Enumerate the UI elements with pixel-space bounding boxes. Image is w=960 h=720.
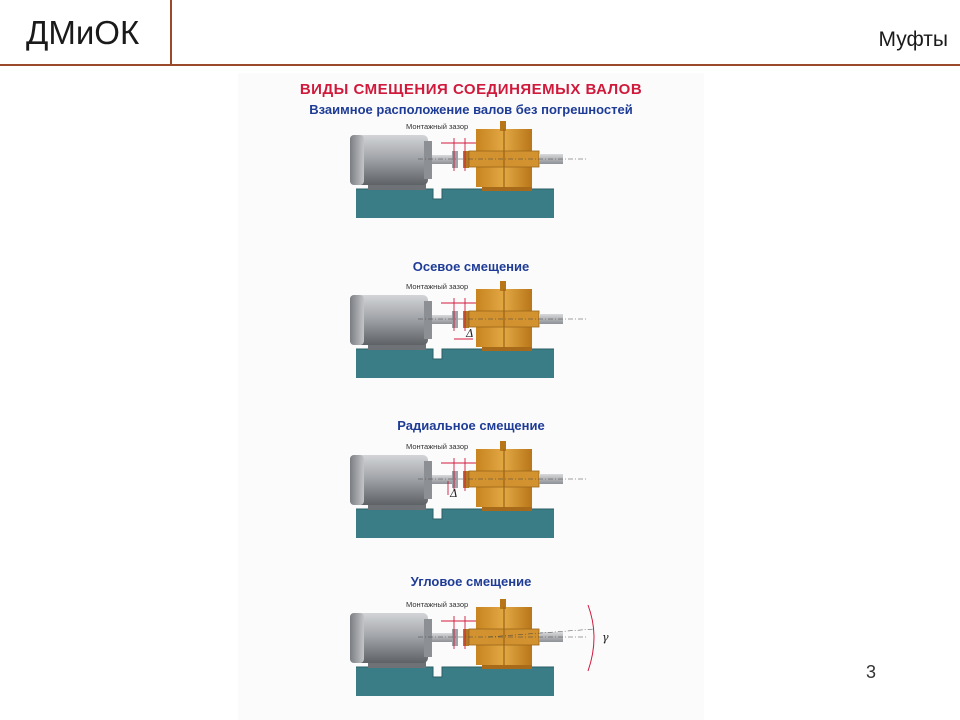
gap-label-1: Монтажный зазор: [406, 122, 468, 131]
poster-drawings: Монтажный зазор Δ Монтажный зазор Δ Монт…: [349, 120, 609, 697]
slide-header: ДМиОК Муфты: [0, 0, 960, 66]
assembly-no-error: Монтажный зазор: [349, 120, 589, 219]
slide-topic: Муфты: [878, 28, 948, 51]
axial-delta-symbol: Δ: [465, 327, 474, 340]
poster-title: ВИДЫ СМЕЩЕНИЯ СОЕДИНЯЕМЫХ ВАЛОВ: [299, 81, 643, 98]
section-title-axial: Осевое смещение: [412, 259, 530, 274]
poster-image: ВИДЫ СМЕЩЕНИЯ СОЕДИНЯЕМЫХ ВАЛОВ Взаимное…: [238, 73, 704, 720]
gap-label-3: Монтажный зазор: [406, 442, 468, 451]
radial-delta-symbol: Δ: [449, 487, 458, 500]
brand-title: ДМиОК: [26, 14, 140, 51]
gap-label-2: Монтажный зазор: [406, 282, 468, 291]
angular-gamma-symbol: γ: [602, 631, 609, 644]
section-title-no-error: Взаимное расположение валов без погрешно…: [309, 102, 633, 117]
header-divider-vertical: [170, 0, 172, 66]
section-title-radial: Радиальное смещение: [397, 418, 545, 433]
assembly-axial-offset: Δ Монтажный зазор: [349, 280, 589, 379]
assembly-radial-offset: Δ Монтажный зазор: [349, 440, 589, 539]
header-divider-horizontal: [0, 64, 960, 66]
section-title-angular: Угловое смещение: [410, 574, 532, 589]
slide-number: 3: [866, 662, 877, 682]
gap-label-4: Монтажный зазор: [406, 600, 468, 609]
assembly-angular-offset: γ Монтажный зазор: [349, 598, 609, 697]
